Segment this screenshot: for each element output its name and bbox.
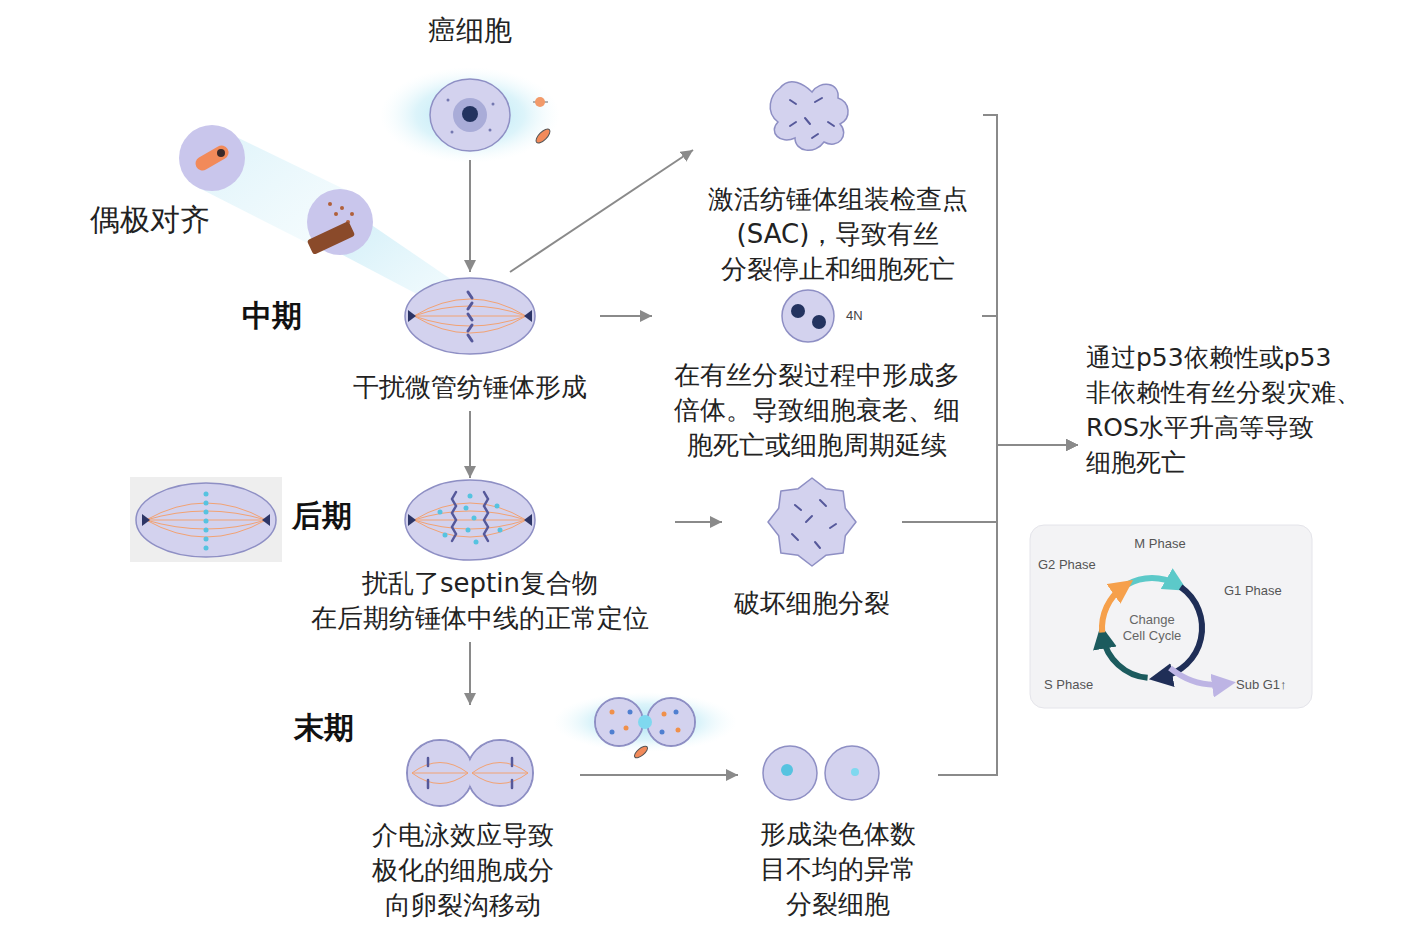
- flow-arrow: [469, 642, 471, 705]
- division-failure: 破坏细胞分裂: [722, 478, 902, 627]
- aneuploid-daughters: 形成染色体数 目不均的异常 分裂细胞: [738, 742, 938, 928]
- flow-arrow: [510, 150, 693, 272]
- flow-arrow: [469, 160, 471, 272]
- node-heading: 中期: [242, 296, 314, 337]
- node-text: 扰乱了septin复合物 在后期纺锤体中线的正常定位: [288, 566, 672, 636]
- node-heading: 4N: [846, 307, 878, 325]
- flow-arrow: [983, 115, 1078, 445]
- flow-arrow: [938, 445, 1078, 775]
- node-text: 介电泳效应导致 极化的细胞成分 向卵裂沟移动: [350, 818, 576, 923]
- node-heading: 后期: [292, 496, 364, 537]
- node-text: 癌细胞: [385, 12, 555, 50]
- flow-arrow: [469, 411, 471, 478]
- sac-outcome: 激活纺锤体组装检查点 (SAC)，导致有丝 分裂停止和细胞死亡: [693, 72, 983, 293]
- node-text: 破坏细胞分裂: [722, 586, 902, 621]
- node-text: 干扰微管纺锤体形成: [345, 370, 595, 405]
- node-text: G2 Phase: [1038, 556, 1108, 574]
- node-heading: M Phase: [1125, 535, 1195, 553]
- cell-death-result: 通过p53依赖性或p53 非依赖性有丝分裂灾难、 ROS水平升高等导致 细胞死亡: [1078, 340, 1408, 486]
- node-text: 通过p53依赖性或p53 非依赖性有丝分裂灾难、 ROS水平升高等导致 细胞死亡: [1086, 340, 1408, 480]
- node-text: 激活纺锤体组装检查点 (SAC)，导致有丝 分裂停止和细胞死亡: [693, 182, 983, 287]
- free-label: 偶极对齐: [90, 200, 220, 241]
- flow-arrow: [675, 521, 722, 523]
- node-text: G1 Phase: [1224, 582, 1294, 600]
- node-heading: 末期: [294, 708, 366, 749]
- anaphase-cell: 后期扰乱了septin复合物 在后期纺锤体中线的正常定位: [285, 478, 675, 642]
- flow-arrow: [982, 316, 1078, 445]
- node-text: 在有丝分裂过程中形成多 倍体。导致细胞衰老、细 胞死亡或细胞周期延续: [652, 358, 982, 463]
- metaphase-cell: 中期干扰微管纺锤体形成: [240, 272, 600, 411]
- polyploid-outcome: 4N 在有丝分裂过程中形成多 倍体。导致细胞衰老、细 胞死亡或细胞周期延续: [652, 290, 982, 469]
- telophase-cell: 末期介电泳效应导致 极化的细胞成分 向卵裂沟移动: [290, 705, 580, 929]
- node-text: 形成染色体数 目不均的异常 分裂细胞: [738, 817, 938, 922]
- node-text: S Phase: [1044, 676, 1104, 694]
- node-text: Sub G1↑: [1236, 676, 1298, 694]
- cancer-cell: 癌细胞: [385, 10, 555, 160]
- flow-arrow: [600, 315, 652, 317]
- flow-arrow: [580, 774, 738, 776]
- node-text: Change Cell Cycle: [1119, 612, 1185, 643]
- cell-cycle-panel: M Phase G2 Phase G1 Phase S Phase Change Cel…: [1030, 525, 1312, 708]
